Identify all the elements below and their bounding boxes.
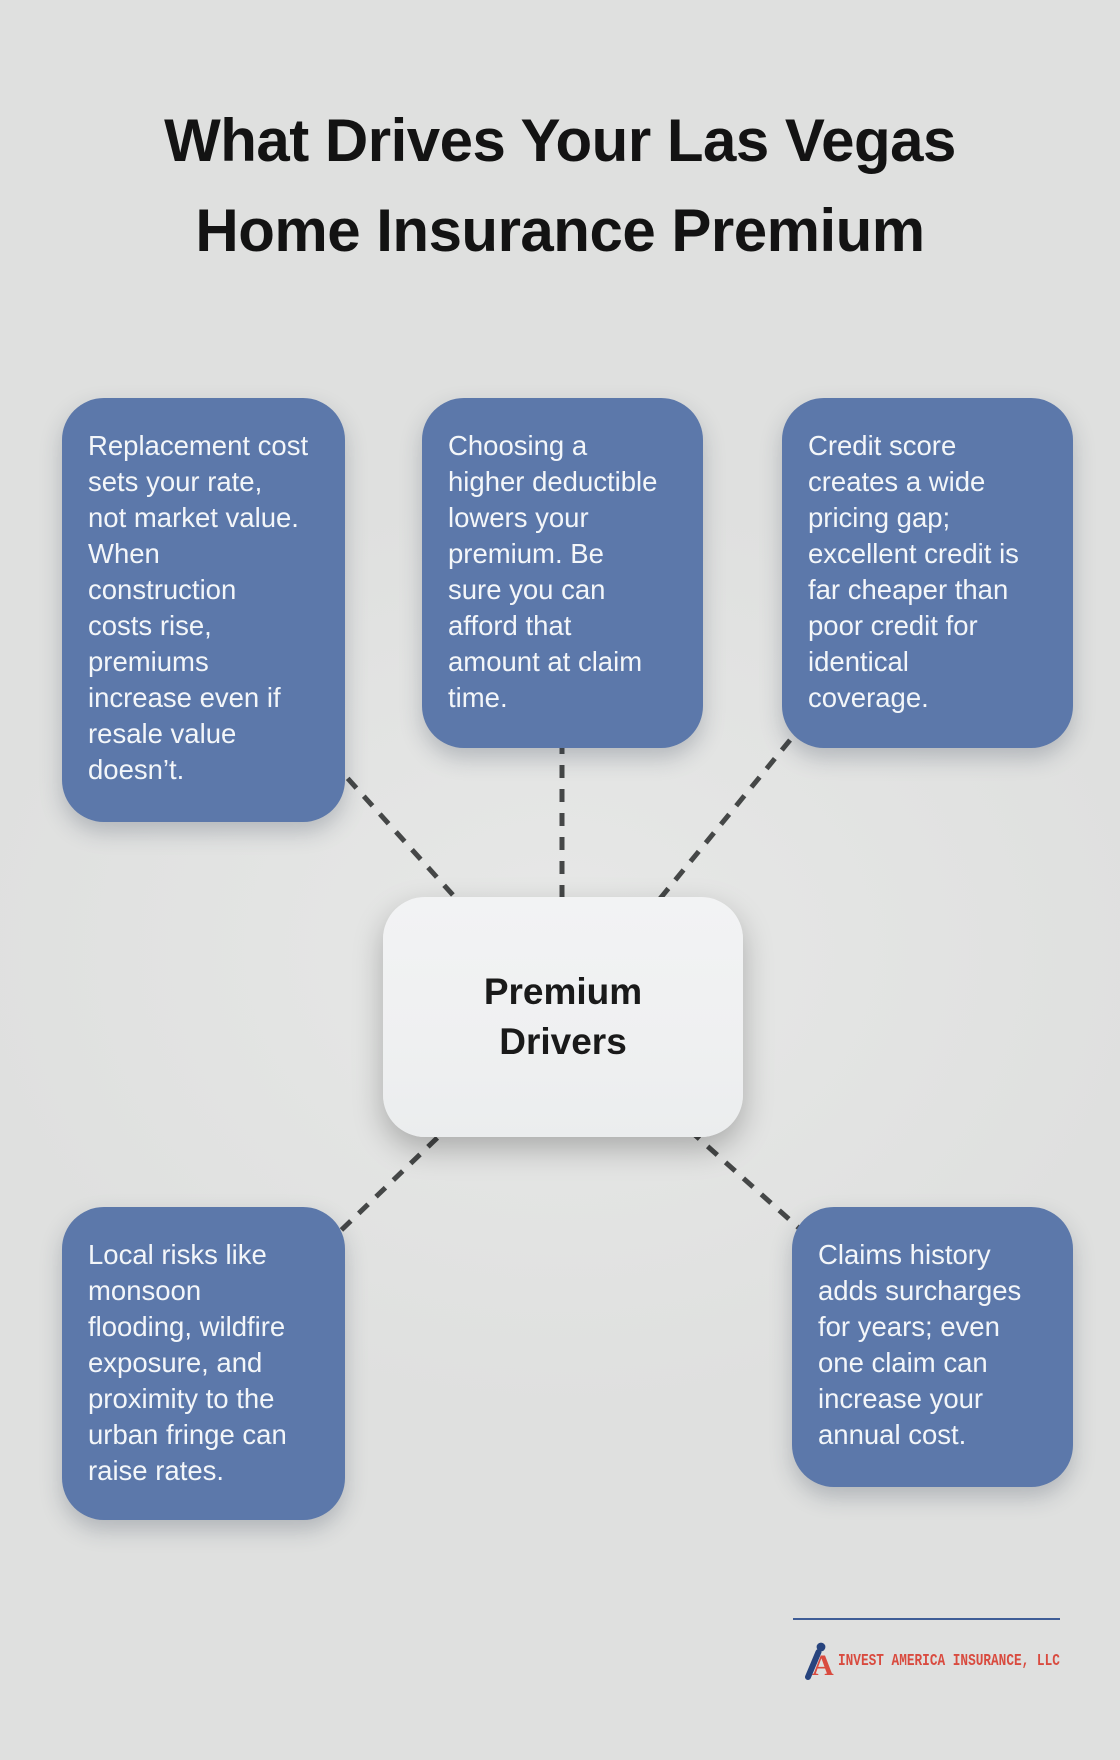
brand-name: INVEST AMERICA INSURANCE, LLC <box>838 1651 1060 1671</box>
central-node-label: Premium Drivers <box>483 971 643 1062</box>
factor-box-local-risks: Local risks like monsoon flooding, wildf… <box>62 1207 345 1520</box>
central-node: Premium Drivers <box>383 897 743 1137</box>
factor-box-replacement-cost: Replacement cost sets your rate, not mar… <box>62 398 345 822</box>
footer-divider <box>793 1618 1060 1620</box>
factor-box-claims-history: Claims history adds surcharges for years… <box>792 1207 1073 1487</box>
page-title: What Drives Your Las Vegas Home Insuranc… <box>164 107 956 264</box>
invest-america-logo: A INVEST AMERICA INSURANCE, LLC <box>804 1642 1120 1680</box>
connector-line <box>201 616 565 1019</box>
factor-box-deductible: Choosing a higher deductible lowers your… <box>422 398 703 748</box>
brand-mark-icon: A <box>805 1642 834 1680</box>
factor-box-credit-score: Credit score creates a wide pricing gap;… <box>782 398 1073 748</box>
